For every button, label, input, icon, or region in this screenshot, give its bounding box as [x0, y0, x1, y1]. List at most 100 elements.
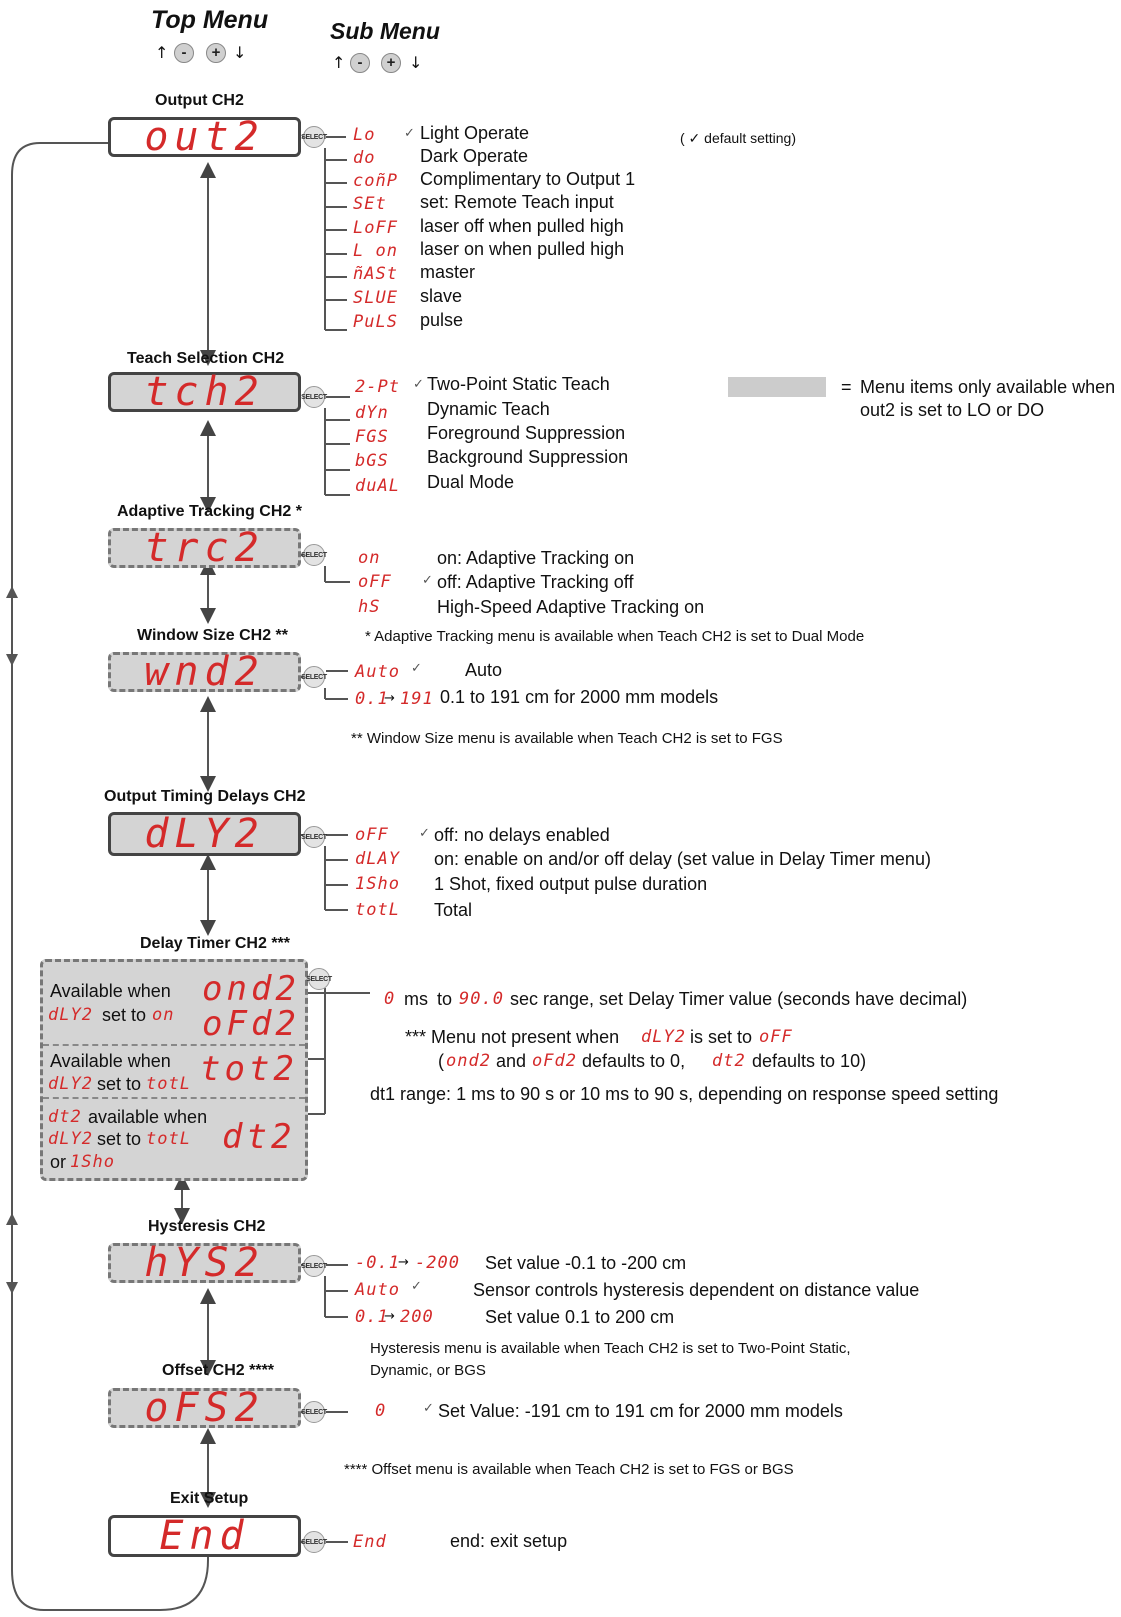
- option-label: High-Speed Adaptive Tracking on: [437, 597, 705, 617]
- menu-title-exit: Exit Setup: [170, 1490, 249, 1507]
- option-code: PuLS: [353, 312, 398, 332]
- option-label: Dual Mode: [427, 472, 515, 492]
- option-code: LoFF: [353, 218, 398, 238]
- minus-button[interactable]: -: [174, 43, 194, 63]
- option-label: Auto: [465, 660, 503, 680]
- option-code: 2-Pt: [355, 377, 400, 397]
- top-menu-heading: Top Menu: [151, 6, 269, 34]
- legend-swatch: [728, 377, 826, 397]
- menu-title-window: Window Size CH2 **: [137, 627, 288, 644]
- option-label: on: enable on and/or off delay (set valu…: [434, 849, 931, 869]
- up-arrow-icon: ↑: [332, 53, 346, 72]
- panel-text: or: [50, 1152, 67, 1172]
- option-code: totL: [355, 900, 400, 920]
- check-icon: ✓: [423, 1401, 434, 1416]
- select-button-icon[interactable]: SELECT: [301, 544, 327, 566]
- menu-display-hysteresis[interactable]: hYS2: [108, 1241, 301, 1285]
- panel-code: totL: [146, 1074, 191, 1094]
- footnote: ** Window Size menu is available when Te…: [351, 730, 783, 747]
- menu-display-delays[interactable]: dLY2: [108, 812, 301, 856]
- option-code: 0: [375, 1401, 387, 1421]
- note-text: *** Menu not present when: [405, 1027, 620, 1047]
- select-button-icon[interactable]: SELECT: [301, 1255, 327, 1277]
- option-label: laser on when pulled high: [420, 239, 625, 259]
- option-code: SLUE: [353, 288, 398, 308]
- option-label: slave: [420, 286, 463, 306]
- display-value[interactable]: ond2: [202, 969, 300, 1009]
- option-label: Two-Point Static Teach: [427, 374, 610, 394]
- menu-title-offset: Offset CH2 ****: [162, 1362, 275, 1379]
- menu-display-teach[interactable]: tch2: [108, 370, 301, 414]
- menu-display-tracking[interactable]: trc2: [108, 525, 301, 571]
- option-label: off: Adaptive Tracking off: [437, 572, 634, 592]
- option-code: ñASt: [353, 264, 398, 284]
- option-label: Set Value: -191 cm to 191 cm for 2000 mm…: [438, 1401, 843, 1421]
- plus-button[interactable]: +: [381, 53, 401, 73]
- menu-display-offset[interactable]: oFS2: [108, 1385, 301, 1431]
- default-setting-note: ( ✓ default setting): [680, 130, 797, 146]
- option-label: Set value 0.1 to 200 cm: [485, 1307, 675, 1327]
- option-label: pulse: [420, 310, 464, 330]
- option-code: bGS: [355, 451, 389, 471]
- select-button-icon[interactable]: SELECT: [301, 1531, 327, 1553]
- option-code: 191: [400, 689, 434, 709]
- check-icon: ✓: [422, 573, 433, 588]
- select-button-icon[interactable]: SELECT: [301, 126, 327, 148]
- option-code: oFF: [358, 572, 392, 592]
- panel-text: Available when: [50, 981, 171, 1001]
- option-code: do: [353, 148, 376, 168]
- option-label: master: [420, 262, 476, 282]
- display-value[interactable]: dt2: [222, 1117, 296, 1157]
- divider: [43, 1097, 305, 1099]
- option-code: Lo: [353, 125, 376, 145]
- panel-text: set to: [97, 1129, 142, 1149]
- select-button-icon[interactable]: SELECT: [301, 666, 327, 688]
- note-code: dLY2: [641, 1027, 686, 1047]
- note-text: is set to: [690, 1027, 753, 1047]
- option-label: Complimentary to Output 1: [420, 169, 636, 189]
- option-label: off: no delays enabled: [434, 825, 610, 845]
- display-value: oFS2: [144, 1385, 265, 1431]
- display-value: wnd2: [144, 649, 265, 695]
- option-code: 200: [400, 1307, 434, 1327]
- menu-title-delays: Output Timing Delays CH2: [104, 788, 306, 805]
- option-code: Auto: [355, 662, 400, 682]
- menu-title-tracking: Adaptive Tracking CH2 *: [117, 503, 302, 520]
- display-value: trc2: [144, 525, 265, 571]
- option-label: Light Operate: [420, 123, 530, 143]
- plus-button[interactable]: +: [206, 43, 226, 63]
- select-button-icon[interactable]: SELECT: [301, 1401, 327, 1423]
- note-text: (: [438, 1051, 444, 1071]
- check-icon: ✓: [411, 661, 422, 676]
- menu-display-exit[interactable]: End: [108, 1514, 301, 1558]
- option-label: Total: [434, 900, 473, 920]
- range-text: sec range, set Delay Timer value (second…: [510, 989, 968, 1009]
- footnote: **** Offset menu is available when Teach…: [344, 1461, 794, 1478]
- menu-display-output[interactable]: out2: [108, 115, 301, 159]
- option-code: End: [353, 1532, 387, 1552]
- sub-menu-heading: Sub Menu: [330, 18, 440, 44]
- range-text: ms: [404, 989, 428, 1009]
- option-label: Foreground Suppression: [427, 423, 626, 443]
- menu-display-window[interactable]: wnd2: [108, 649, 301, 695]
- check-icon: ✓: [411, 1279, 422, 1294]
- check-icon: ✓: [419, 826, 430, 841]
- select-button-icon[interactable]: SELECT: [301, 386, 327, 408]
- footnote: * Adaptive Tracking menu is available wh…: [365, 628, 865, 645]
- panel-text: set to: [97, 1074, 142, 1094]
- option-label: Dark Operate: [420, 146, 529, 166]
- option-label: 1 Shot, fixed output pulse duration: [434, 874, 708, 894]
- display-value[interactable]: tot2: [200, 1049, 298, 1089]
- option-label: laser off when pulled high: [420, 216, 624, 236]
- divider: [43, 1044, 305, 1046]
- down-arrow-icon: ↓: [409, 53, 423, 72]
- note-code: oFd2: [532, 1051, 577, 1071]
- panel-code: totL: [146, 1129, 191, 1149]
- select-button-icon[interactable]: SELECT: [306, 968, 332, 990]
- select-button-icon[interactable]: SELECT: [301, 826, 327, 848]
- minus-button[interactable]: -: [350, 53, 370, 73]
- panel-text: set to: [102, 1005, 147, 1025]
- option-label: Sensor controls hysteresis dependent on …: [473, 1280, 920, 1300]
- display-value[interactable]: oFd2: [202, 1004, 300, 1044]
